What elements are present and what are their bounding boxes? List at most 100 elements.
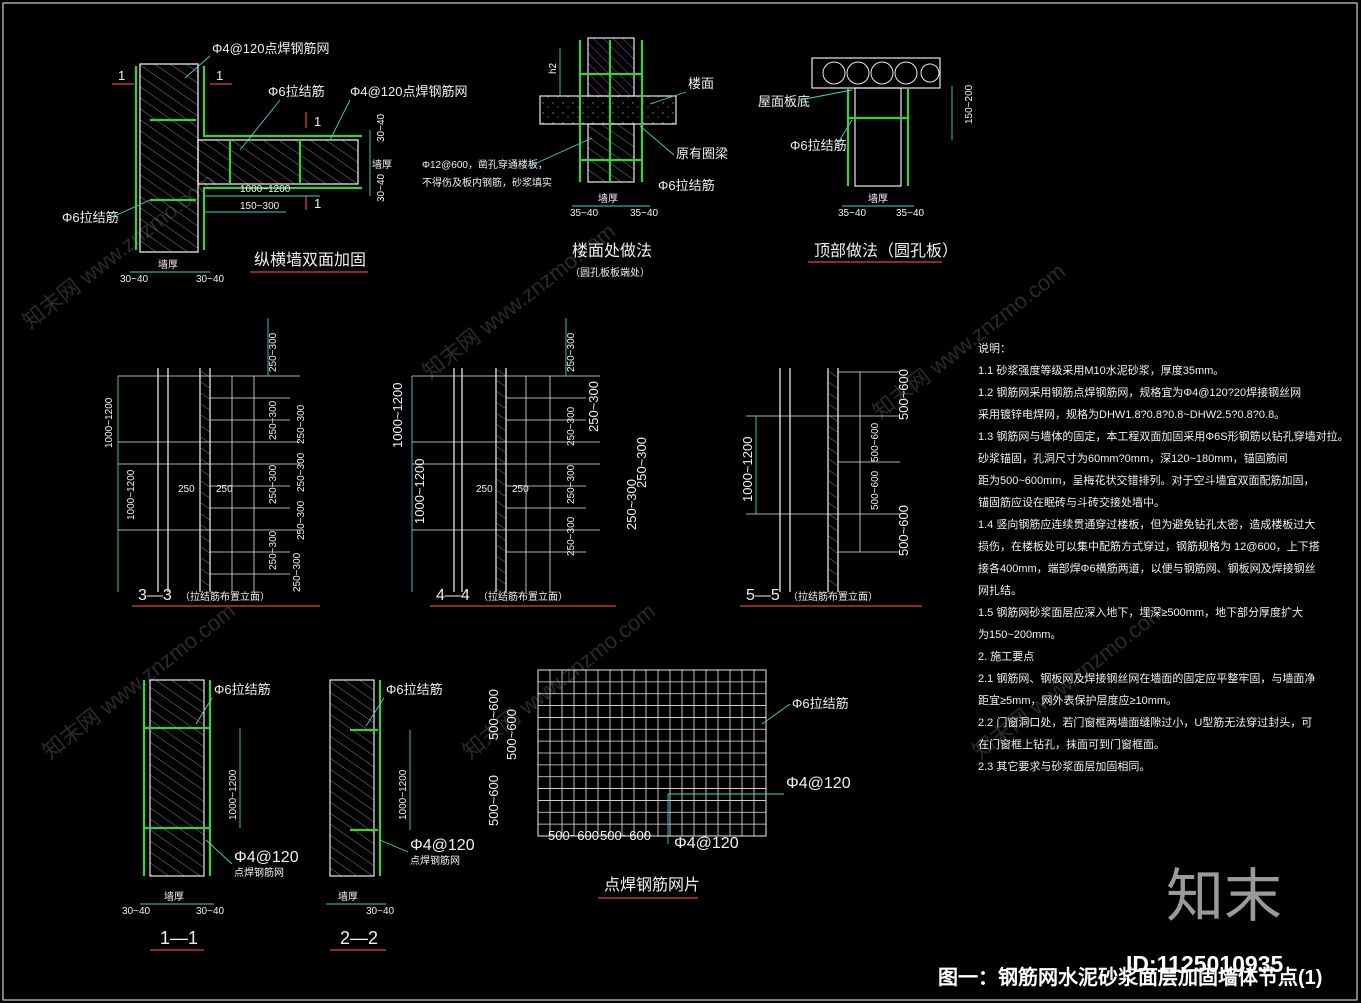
wall-outline bbox=[157, 368, 211, 592]
note-line: 1.4 竖向钢筋应连续贯通穿过楼板，但为避免钻孔太密，造成楼板过大 bbox=[978, 517, 1315, 531]
label-tie: Φ6拉结筋 bbox=[790, 138, 847, 153]
dim-text: 250~300 bbox=[268, 400, 279, 440]
dim-text: 30~40 bbox=[366, 906, 395, 917]
label-tie: Φ6拉结筋 bbox=[268, 84, 325, 99]
section-title: 2—2 bbox=[340, 928, 378, 948]
leader-line bbox=[835, 119, 853, 147]
dim-stack-right: 250~300 250~300 250~300 250~300 250~300 … bbox=[566, 381, 649, 556]
dim-text: 500~600 bbox=[486, 689, 501, 740]
dim-text: 500~600 bbox=[548, 828, 599, 843]
note-line: 在门窗框上钻孔，抹面可到门窗框面。 bbox=[978, 737, 1165, 751]
dim-text: 500~600 bbox=[896, 505, 911, 556]
rebar-mesh bbox=[846, 88, 910, 186]
elevation-subtitle: （拉结筋布置立面） bbox=[478, 590, 568, 603]
leader-line bbox=[329, 99, 351, 141]
note-line: 1.1 砂浆强度等级采用M10水泥砂浆，厚度35mm。 bbox=[978, 363, 1224, 377]
leader-line bbox=[239, 99, 281, 151]
wall-section bbox=[496, 368, 506, 592]
dim-text: 250~300 bbox=[296, 500, 307, 540]
dim-text: 250~300 bbox=[586, 381, 601, 432]
brand-logo: 知末 bbox=[1166, 864, 1282, 929]
dim-text: 500~600 bbox=[870, 422, 881, 462]
dim-text: 250~300 bbox=[268, 464, 279, 504]
note-line: 采用镀锌电焊网，规格为DHW1.8?0.8?0.8~DHW2.5?0.8?0.8… bbox=[978, 407, 1285, 421]
label-mesh: Φ4@120点焊钢筋网 bbox=[350, 84, 468, 99]
note-line: 网扎结。 bbox=[978, 583, 1022, 597]
label-ring-beam: 原有圈梁 bbox=[676, 146, 728, 161]
rebar-mesh bbox=[350, 680, 382, 876]
label-bar: Φ12@600，凿孔穿通楼板， bbox=[422, 158, 548, 171]
dim-text: 墙厚 bbox=[338, 890, 358, 903]
dim-text: 35~40 bbox=[570, 208, 599, 219]
detail-subtitle: （圆孔板板端处） bbox=[570, 266, 650, 279]
dim-text: 30~40 bbox=[376, 173, 387, 202]
rebar-mesh bbox=[142, 680, 212, 876]
dim-text: 30~40 bbox=[196, 906, 225, 917]
note-line: 1.5 钢筋网砂浆面层应深入地下，埋深≥500mm，地下部分厚度扩大 bbox=[978, 605, 1303, 619]
dim-text: 1000~1200 bbox=[228, 769, 239, 820]
label-tie: Φ6拉结筋 bbox=[214, 682, 271, 697]
dim-text: 250~300 bbox=[296, 452, 307, 492]
wall-section bbox=[329, 679, 375, 877]
section-1-1: Φ6拉结筋 1000~1200 Φ4@120 点焊钢筋网 墙厚 30~40 30… bbox=[122, 679, 299, 951]
tie-grid bbox=[118, 375, 300, 592]
dim-text: 1000~1200 bbox=[740, 437, 755, 502]
wall-section bbox=[200, 368, 210, 592]
elevation-subtitle: （拉结筋布置立面） bbox=[180, 590, 270, 603]
note-line: 为150~200mm。 bbox=[978, 628, 1061, 641]
leader-line bbox=[799, 89, 853, 101]
label-tie: Φ6拉结筋 bbox=[386, 682, 443, 697]
elevation-title: 4—4 bbox=[436, 587, 470, 604]
dim-text: 500~600 bbox=[896, 369, 911, 420]
detail-title: 纵横墙双面加固 bbox=[254, 251, 366, 269]
label-bar: Φ4@120 bbox=[786, 775, 851, 792]
note-line: 2. 施工要点 bbox=[978, 650, 1034, 663]
detail-title: 顶部做法（圆孔板） bbox=[814, 242, 958, 260]
note-line: 2.2 门窗洞口处，若门窗框两墙面缝隙过小，U型筋无法穿过封头，可 bbox=[978, 715, 1312, 729]
detail-floor: h2 楼面 原有圈梁 Φ6拉结筋 Φ12@600，凿孔穿通楼板， 不得伤及板内钢… bbox=[422, 37, 728, 279]
label-bar: Φ4@120 bbox=[674, 835, 739, 852]
note-line: 距宜≥5mm，网外表保护层度应≥10mm。 bbox=[978, 693, 1177, 707]
dim-text: 1000~1200 bbox=[390, 383, 405, 448]
dim-text: 250~300 bbox=[292, 552, 303, 592]
dim-text: 墙厚 bbox=[598, 192, 618, 205]
dim-text: 墙厚 bbox=[372, 158, 392, 171]
dim-text: 250 bbox=[512, 484, 529, 495]
dim-stack-right: 500~600 500~600 500~600 500~600 bbox=[870, 369, 911, 556]
note-line: 砂浆锚固，孔洞尺寸为60mm?0mm，深120~180mm，锚固筋间 bbox=[978, 451, 1288, 465]
label-tie: Φ6拉结筋 bbox=[62, 210, 119, 225]
dim-text: 150~300 bbox=[240, 201, 280, 212]
leader-line bbox=[195, 697, 213, 725]
dim-text: 墙厚 bbox=[164, 890, 184, 903]
dim-text: 250~300 bbox=[296, 404, 307, 444]
label-mesh: 点焊钢筋网 bbox=[234, 866, 284, 879]
leader-line bbox=[649, 91, 687, 105]
detail-tjunction: 1 1 1 1 Φ4@120点焊钢筋网 Φ6拉结筋 Φ4@120点焊钢筋网 Φ6… bbox=[62, 41, 468, 285]
notes-heading: 说明： bbox=[978, 341, 1011, 355]
dim-text: 250~300 bbox=[566, 464, 577, 504]
elevation-title: 5—5 bbox=[746, 587, 780, 604]
dim-text: h2 bbox=[548, 62, 559, 74]
dim-text: 1000~1200 bbox=[240, 184, 291, 195]
mesh-title: 点焊钢筋网片 bbox=[604, 876, 700, 894]
dim-text: 250~300 bbox=[634, 437, 649, 488]
label-mesh: 点焊钢筋网 bbox=[410, 854, 460, 867]
label-bar: 不得伤及板内钢筋，砂浆填实 bbox=[422, 176, 552, 189]
section-mark: 1 bbox=[118, 68, 125, 83]
leader-line bbox=[379, 839, 409, 853]
dim-text: 35~40 bbox=[896, 208, 925, 219]
leader-line bbox=[184, 55, 211, 79]
dim-text: 1000~1200 bbox=[104, 397, 115, 448]
dim-text: 1000~1200 bbox=[398, 769, 409, 820]
elevation-title: 3—3 bbox=[138, 587, 172, 604]
dim-text: 30~40 bbox=[122, 906, 151, 917]
detail-roof: 150~200 屋面板底 Φ6拉结筋 墙厚 35~40 35~40 顶部做法（圆… bbox=[758, 57, 975, 263]
note-line: 距为500~600mm，呈梅花状交错排列。对于空斗墙宜双面配筋加固， bbox=[978, 473, 1314, 487]
floor-slab bbox=[539, 95, 677, 125]
dim-text: 30~40 bbox=[376, 113, 387, 142]
dim-text: 1000~1200 bbox=[412, 459, 427, 524]
dim-text: 500~600 bbox=[504, 709, 519, 760]
note-line: 锚固筋应设在眠砖与斗砖交接处墙中。 bbox=[978, 495, 1165, 509]
dim-text: 30~40 bbox=[120, 274, 149, 285]
